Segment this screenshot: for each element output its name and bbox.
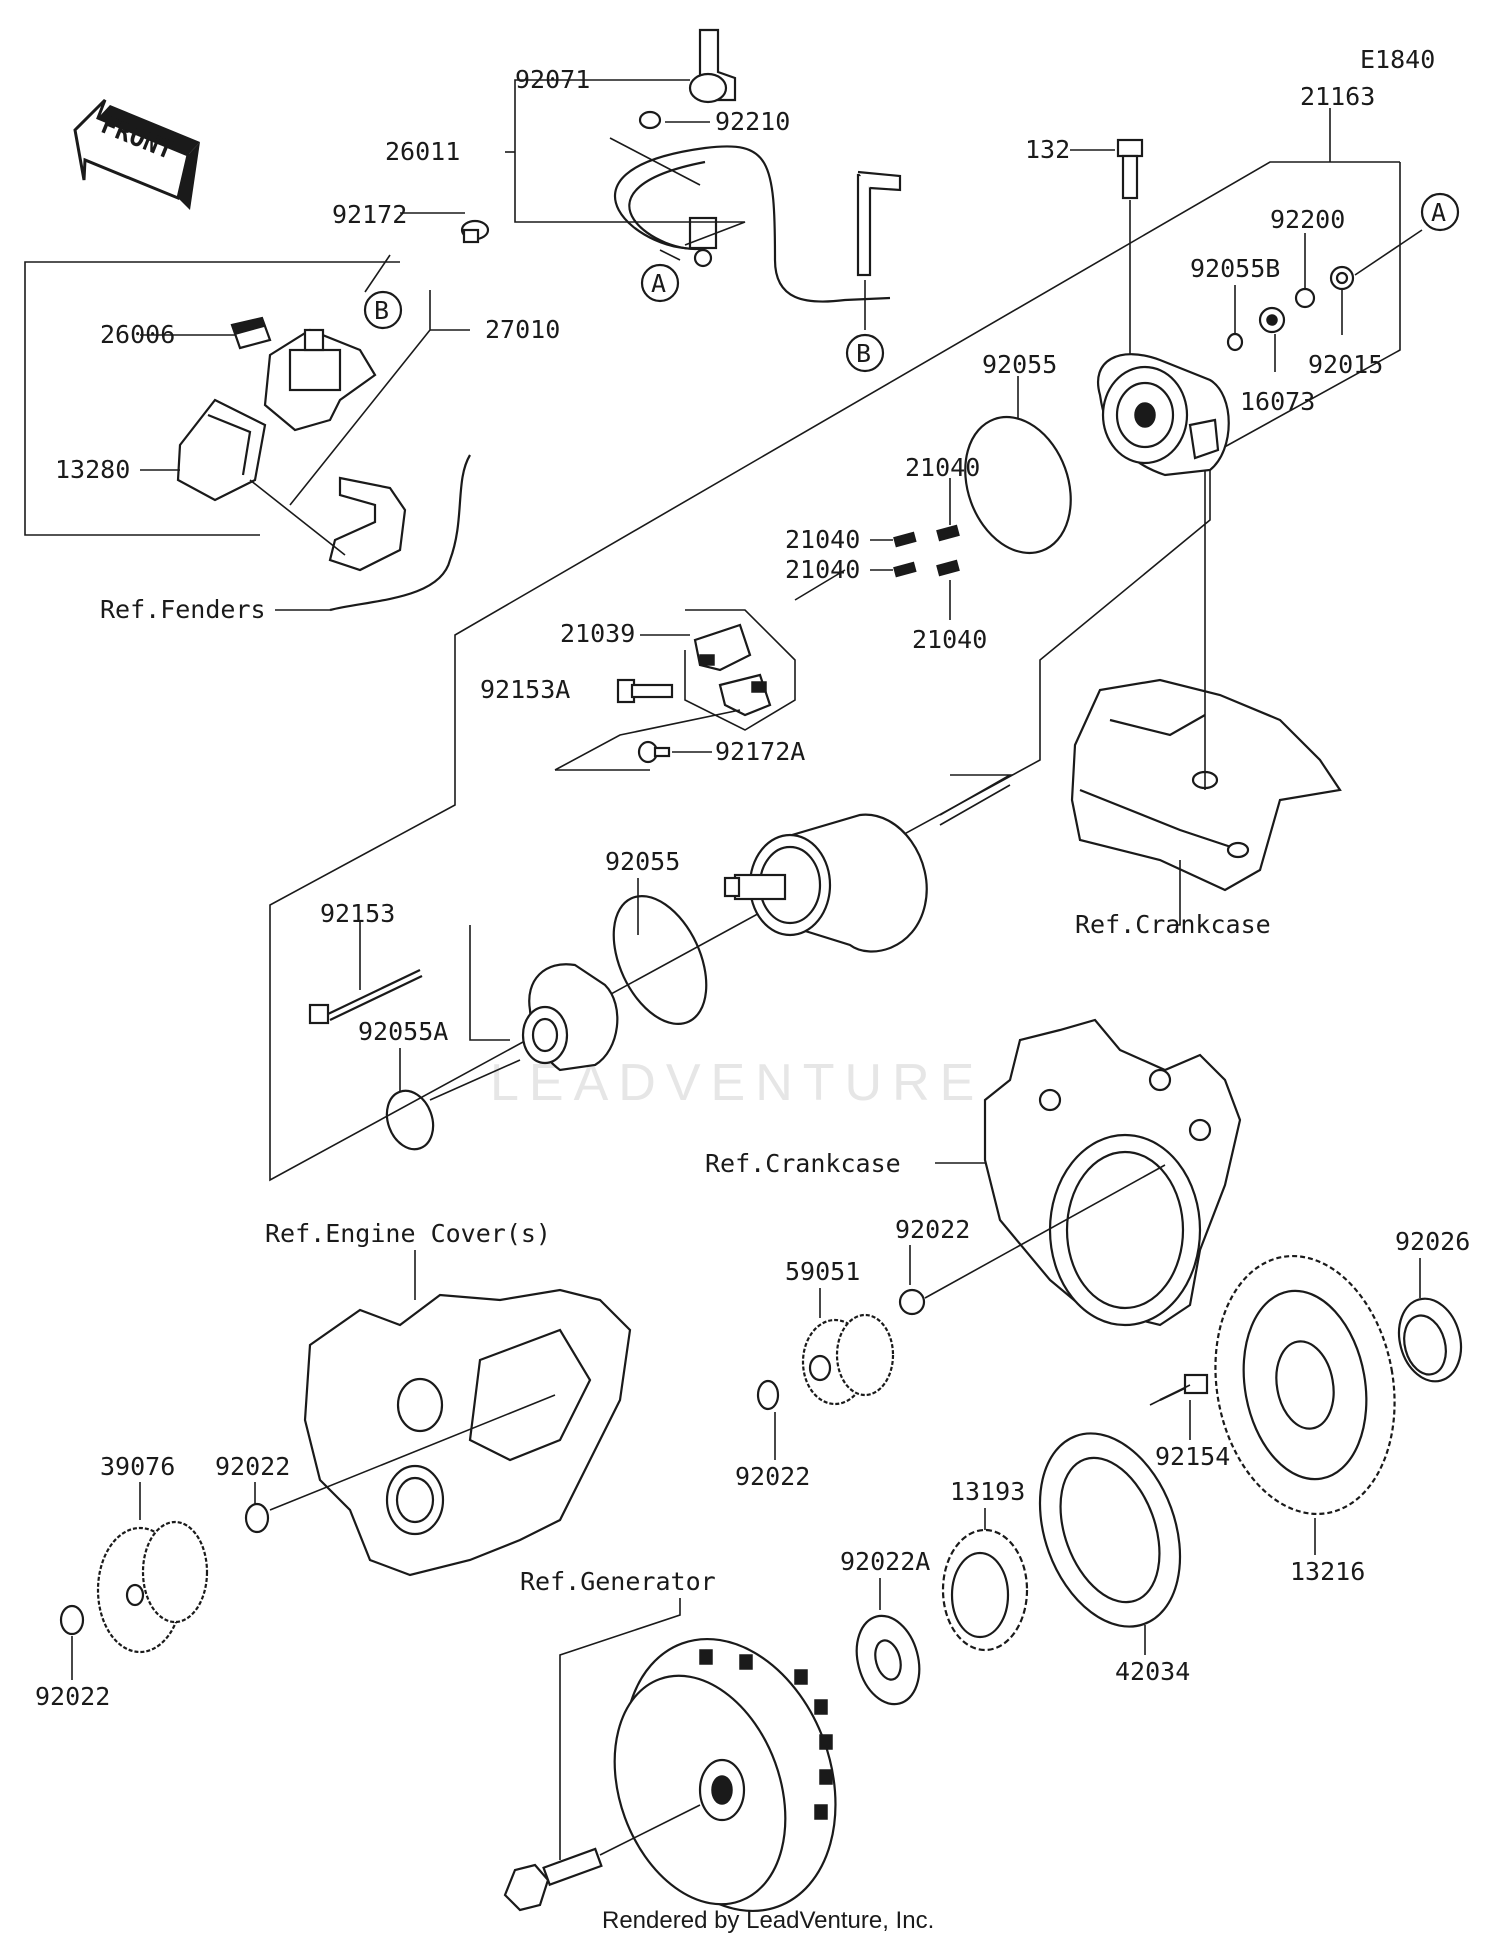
part-label-92026[interactable]: 92026 bbox=[1395, 1227, 1470, 1256]
starter-idle-gear-39076-part[interactable] bbox=[96, 1520, 209, 1654]
washer-92022-top-part[interactable] bbox=[898, 1288, 926, 1316]
washer-92022-mid-part[interactable] bbox=[756, 1379, 780, 1411]
footer-credit: Rendered by LeadVenture, Inc. bbox=[602, 1907, 934, 1934]
callout-a-top bbox=[1420, 192, 1460, 232]
callout-b-cable bbox=[845, 333, 885, 373]
ref-crankcase-top[interactable]: Ref.Crankcase bbox=[1075, 910, 1271, 939]
part-label-59051[interactable]: 59051 bbox=[785, 1257, 860, 1286]
brush-holder-21039-part[interactable] bbox=[693, 623, 772, 717]
part-label-27010[interactable]: 27010 bbox=[485, 315, 560, 344]
relay-group-frame bbox=[24, 261, 400, 536]
part-label-92172[interactable]: 92172 bbox=[332, 200, 407, 229]
oil-seal-92026-part[interactable] bbox=[1390, 1292, 1470, 1389]
washer-92200-part[interactable] bbox=[1294, 287, 1316, 309]
part-label-92172A[interactable]: 92172A bbox=[715, 737, 805, 766]
starter-gear-13216-part[interactable] bbox=[1196, 1242, 1414, 1529]
screw-92172A-part[interactable] bbox=[637, 740, 671, 764]
part-label-21163[interactable]: 21163 bbox=[1300, 82, 1375, 111]
part-label-92200[interactable]: 92200 bbox=[1270, 205, 1345, 234]
oring-92055A-part[interactable] bbox=[379, 1084, 441, 1155]
part-label-42034[interactable]: 42034 bbox=[1115, 1657, 1190, 1686]
clutch-hub-42034-part[interactable] bbox=[1015, 1414, 1206, 1646]
crankcase-top-ref-part bbox=[1070, 678, 1342, 892]
callout-b-cable-label: B bbox=[856, 339, 871, 368]
callout-b-relay bbox=[363, 290, 403, 330]
part-label-92015[interactable]: 92015 bbox=[1308, 350, 1383, 379]
washer-92022-bottom-part[interactable] bbox=[59, 1604, 85, 1636]
part-label-26011[interactable]: 26011 bbox=[385, 137, 460, 166]
part-label-92055B[interactable]: 92055B bbox=[1190, 254, 1280, 283]
part-label-92153[interactable]: 92153 bbox=[320, 899, 395, 928]
part-label-21040-a[interactable]: 21040 bbox=[905, 453, 980, 482]
part-label-92055-top[interactable]: 92055 bbox=[982, 350, 1057, 379]
part-label-92055A[interactable]: 92055A bbox=[358, 1017, 448, 1046]
oring-92055-top-part[interactable] bbox=[947, 402, 1089, 568]
starter-front-bracket-part[interactable] bbox=[521, 963, 619, 1072]
part-label-13216[interactable]: 13216 bbox=[1290, 1557, 1365, 1586]
part-label-92210[interactable]: 92210 bbox=[715, 107, 790, 136]
washer-92022-left-part[interactable] bbox=[244, 1502, 270, 1534]
starter-cable-part[interactable] bbox=[613, 28, 902, 303]
part-label-92022-bottom[interactable]: 92022 bbox=[35, 1682, 110, 1711]
relay-bracket-part bbox=[328, 454, 471, 612]
part-label-13193[interactable]: 13193 bbox=[950, 1477, 1025, 1506]
callout-b-relay-label: B bbox=[374, 296, 389, 325]
part-label-92153A[interactable]: 92153A bbox=[480, 675, 570, 704]
part-label-92022A[interactable]: 92022A bbox=[840, 1547, 930, 1576]
generator-rotor-ref-part bbox=[613, 1637, 837, 1913]
part-label-21040-b[interactable]: 21040 bbox=[785, 525, 860, 554]
part-label-39076[interactable]: 39076 bbox=[100, 1452, 175, 1481]
oring-92055B-part[interactable] bbox=[1226, 332, 1244, 352]
starter-end-cover-part[interactable] bbox=[1097, 353, 1230, 477]
part-label-92071[interactable]: 92071 bbox=[515, 65, 590, 94]
engine-cover-ref-part bbox=[303, 1288, 632, 1577]
starter-motor-yoke-part[interactable] bbox=[723, 813, 928, 953]
callout-a-cable-label: A bbox=[651, 269, 666, 298]
screw-92172-part[interactable] bbox=[460, 219, 490, 244]
callout-a-top-label: A bbox=[1431, 198, 1446, 227]
oring-92055-mid-part[interactable] bbox=[595, 881, 725, 1038]
starter-relay-part[interactable] bbox=[263, 328, 377, 432]
part-label-92055-mid[interactable]: 92055 bbox=[605, 847, 680, 876]
part-label-21039[interactable]: 21039 bbox=[560, 619, 635, 648]
part-label-92154[interactable]: 92154 bbox=[1155, 1442, 1230, 1471]
part-label-132[interactable]: 132 bbox=[1025, 135, 1070, 164]
ref-engine-covers[interactable]: Ref.Engine Cover(s) bbox=[265, 1219, 551, 1248]
brush-springs-part[interactable] bbox=[893, 524, 960, 578]
callout-a-cable bbox=[640, 263, 680, 303]
part-label-92022-mid[interactable]: 92022 bbox=[735, 1462, 810, 1491]
part-label-26006[interactable]: 26006 bbox=[100, 320, 175, 349]
idle-gear-59051-part[interactable] bbox=[801, 1313, 895, 1406]
leader-26011-bracket bbox=[514, 79, 746, 246]
ref-generator[interactable]: Ref.Generator bbox=[520, 1567, 716, 1596]
diagram-code: E1840 bbox=[1360, 45, 1435, 74]
part-label-92022-left[interactable]: 92022 bbox=[215, 1452, 290, 1481]
screw-92153A-part[interactable] bbox=[616, 678, 674, 704]
one-way-clutch-13193-part[interactable] bbox=[941, 1528, 1029, 1652]
starter-assembly-frame bbox=[269, 161, 1401, 1182]
part-label-13280[interactable]: 13280 bbox=[55, 455, 130, 484]
bolt-132-part[interactable] bbox=[1116, 138, 1144, 200]
part-label-16073[interactable]: 16073 bbox=[1240, 387, 1315, 416]
part-label-21040-c[interactable]: 21040 bbox=[785, 555, 860, 584]
ref-fenders[interactable]: Ref.Fenders bbox=[100, 595, 266, 624]
part-label-92022-top[interactable]: 92022 bbox=[895, 1215, 970, 1244]
bolt-92153-part[interactable] bbox=[308, 969, 423, 1025]
cap-26006-part[interactable] bbox=[230, 316, 272, 350]
washer-92022A-part[interactable] bbox=[847, 1609, 928, 1711]
crankcase-mid-ref-part bbox=[983, 1018, 1242, 1327]
relay-cover-13280-part[interactable] bbox=[176, 398, 267, 502]
rotor-bolt-part[interactable] bbox=[503, 1847, 603, 1912]
front-arrow-icon: FRONT bbox=[73, 98, 200, 210]
part-label-21040-d[interactable]: 21040 bbox=[912, 625, 987, 654]
ref-crankcase-mid[interactable]: Ref.Crankcase bbox=[705, 1149, 901, 1178]
